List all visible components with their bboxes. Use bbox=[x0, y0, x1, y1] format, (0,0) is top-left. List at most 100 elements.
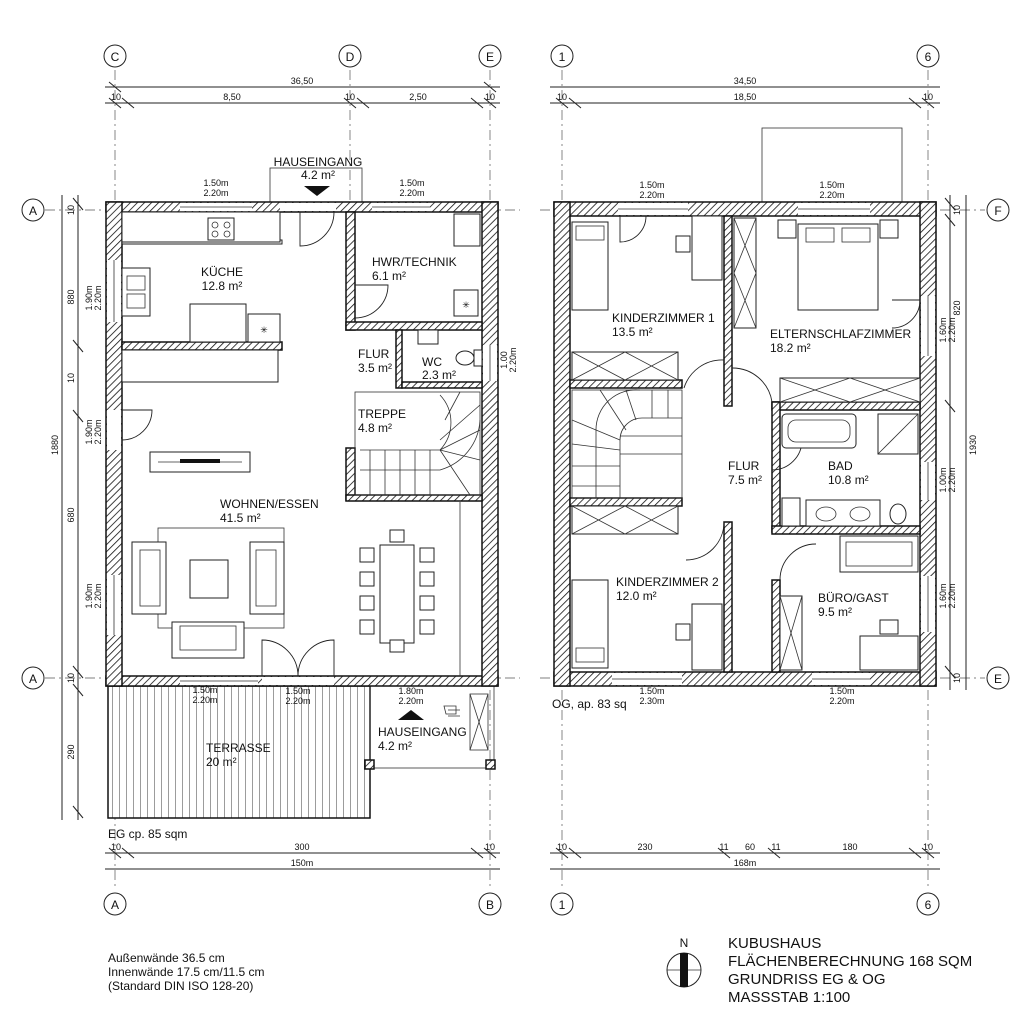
svg-text:✳: ✳ bbox=[462, 300, 470, 310]
dining-chairs bbox=[359, 529, 435, 653]
door-master bbox=[731, 367, 773, 403]
dim-eg-bottom-seg: 10 bbox=[111, 842, 121, 852]
room-area-child1: 13.5 m² bbox=[612, 325, 653, 339]
room-area-entrance-top: 4.2 m² bbox=[301, 168, 335, 182]
door-child1 bbox=[683, 359, 725, 389]
room-label-entrance-top: HAUSEINGANG bbox=[274, 155, 363, 169]
dim-og-top-seg: 18,50 bbox=[734, 92, 757, 102]
grid-label-6-top: 6 bbox=[925, 50, 932, 64]
dim-og-bottom-seg: 230 bbox=[637, 842, 652, 852]
note-interior-walls: Innenwände 17.5 cm/11.5 cm bbox=[108, 965, 265, 979]
eg-wc-wall-bottom bbox=[401, 381, 483, 389]
door-office bbox=[779, 543, 817, 581]
window-label: 2.20m bbox=[947, 583, 957, 608]
eg-stair-wall-bottom bbox=[345, 494, 483, 502]
window-label: 2.20m bbox=[93, 583, 103, 608]
title-block: KUBUSHAUS FLÄCHENBERECHNUNG 168 SQM GRUN… bbox=[728, 935, 972, 1006]
room-area-office: 9.5 m² bbox=[818, 605, 852, 619]
room-label-child1: KINDERZIMMER 1 bbox=[612, 311, 715, 325]
grid-label-a-bottom: A bbox=[111, 898, 119, 912]
grid-label-1-bottom: 1 bbox=[559, 898, 566, 912]
dim-og-right-seg: 820 bbox=[952, 300, 962, 315]
dim-og-bottom-seg: 10 bbox=[923, 842, 933, 852]
dim-eg-left-seg: 680 bbox=[66, 507, 76, 522]
desk-child1 bbox=[691, 215, 723, 281]
dim-eg-left-seg: 880 bbox=[66, 289, 76, 304]
og-wall-child1-bottom bbox=[569, 379, 683, 389]
grid-bubble-f: F bbox=[986, 198, 1010, 222]
door-child2 bbox=[685, 521, 725, 561]
wardrobe-child2 bbox=[571, 505, 679, 535]
title-scale: MASSSTAB 1:100 bbox=[728, 989, 850, 1006]
room-label-living: WOHNEN/ESSEN bbox=[220, 497, 319, 511]
dim-og-bottom-total: 168m bbox=[734, 858, 757, 868]
window-label: 1.50m bbox=[203, 178, 228, 188]
room-label-stairs: TREPPE bbox=[358, 407, 406, 421]
room-area-hall-eg: 3.5 m² bbox=[358, 361, 392, 375]
dim-eg-left-total: 1880 bbox=[50, 435, 60, 455]
window-label: 1.60m bbox=[938, 583, 948, 608]
room-label-entrance-bottom: HAUSEINGANG bbox=[378, 725, 467, 739]
og-floor-plan bbox=[553, 127, 937, 687]
window-label: 1.50m bbox=[829, 686, 854, 696]
grid-bubble-e-top: E bbox=[478, 44, 502, 68]
bed-master bbox=[797, 223, 879, 311]
window-label: 1.90m bbox=[84, 419, 94, 444]
dim-eg-top-seg: 10 bbox=[485, 92, 495, 102]
desk-chair-child2 bbox=[675, 623, 691, 641]
kitchen-sink bbox=[121, 267, 151, 317]
og-wall-stair-bottom bbox=[569, 497, 683, 507]
bed-child2 bbox=[571, 579, 609, 669]
window-label: 2.20m bbox=[399, 188, 424, 198]
entrance-arrow-icon bbox=[304, 186, 330, 196]
door-terrace bbox=[261, 639, 335, 677]
dim-og-top-total: 34,50 bbox=[734, 76, 757, 86]
window-label: 2.20m bbox=[819, 190, 844, 200]
grid-label-c: C bbox=[111, 50, 120, 64]
window-label: 1.50m bbox=[639, 180, 664, 190]
window-label: 2.20m bbox=[947, 317, 957, 342]
grid-label-a-upper: A bbox=[29, 204, 37, 218]
room-area-bath: 10.8 m² bbox=[828, 473, 869, 487]
title-project: KUBUSHAUS bbox=[728, 935, 821, 952]
grid-axes-eg: C D E A A A B bbox=[21, 44, 520, 916]
wardrobe-child1 bbox=[571, 351, 679, 381]
window-label: 1.50m bbox=[399, 178, 424, 188]
room-area-terrace: 20 m² bbox=[206, 755, 237, 769]
shoe-cabinet bbox=[469, 693, 489, 751]
window-label: 1.00 bbox=[499, 351, 509, 369]
fridge bbox=[247, 313, 281, 343]
dim-og-top-seg: 10 bbox=[557, 92, 567, 102]
sofa-bed bbox=[839, 535, 919, 573]
room-area-kitchen: 12.8 m² bbox=[202, 279, 243, 293]
room-label-master: ELTERNSCHLAFZIMMER bbox=[770, 327, 911, 341]
dim-eg-bottom-seg: 300 bbox=[294, 842, 309, 852]
grid-bubble-e-right: E bbox=[986, 666, 1010, 690]
double-sink-icon bbox=[805, 499, 881, 527]
wardrobe-master bbox=[779, 377, 921, 403]
window-label: 1.50m bbox=[639, 686, 664, 696]
room-area-entrance-bottom: 4.2 m² bbox=[378, 739, 412, 753]
dim-og-bottom-seg: 11 bbox=[719, 842, 728, 852]
dim-eg-top-seg: 8,50 bbox=[223, 92, 241, 102]
dim-og-bottom-seg: 11 bbox=[771, 842, 780, 852]
room-area-stairs: 4.8 m² bbox=[358, 421, 392, 435]
og-wall-bottom bbox=[553, 671, 937, 687]
room-area-hall-og: 7.5 m² bbox=[728, 473, 762, 487]
sofa-bottom bbox=[171, 621, 245, 659]
og-room-labels: KINDERZIMMER 1 13.5 m² ELTERNSCHLAFZIMME… bbox=[552, 180, 957, 711]
dim-eg-left-seg: 290 bbox=[66, 744, 76, 759]
room-label-hall-eg: FLUR bbox=[358, 347, 390, 361]
dim-og-right-seg: 10 bbox=[952, 673, 962, 683]
dim-og-bottom-seg: 180 bbox=[842, 842, 857, 852]
door-child1-window bbox=[619, 215, 647, 243]
desk-office bbox=[859, 635, 919, 671]
grid-bubble-1-bottom: 1 bbox=[550, 892, 574, 916]
grid-bubble-b: B bbox=[478, 892, 502, 916]
dim-og-top-seg: 10 bbox=[923, 92, 933, 102]
door-master-window bbox=[891, 299, 921, 329]
og-wall-left bbox=[553, 201, 571, 687]
grid-label-f: F bbox=[994, 204, 1001, 218]
room-label-hall-og: FLUR bbox=[728, 459, 760, 473]
og-wall-child1-master bbox=[723, 215, 733, 407]
